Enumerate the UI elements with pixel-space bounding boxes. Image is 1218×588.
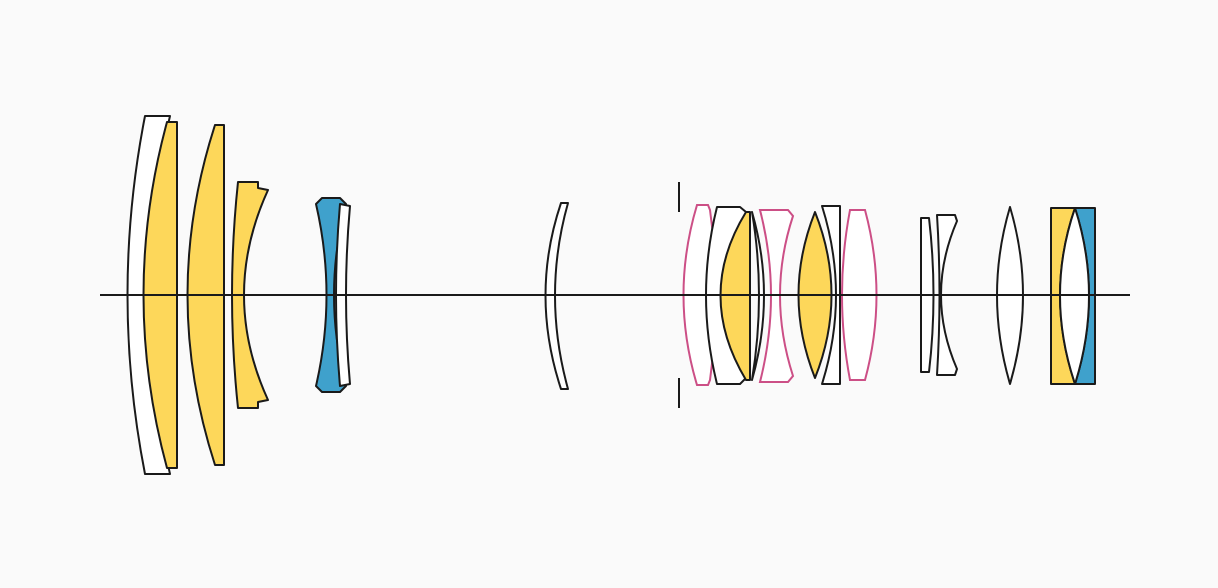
lens-element-7-white [544, 202, 569, 390]
lens-element-17-white [936, 214, 958, 376]
lens-element-14-white [821, 205, 841, 385]
lens-element-4-yellow [231, 181, 269, 409]
lens-element-11-white [751, 211, 765, 381]
